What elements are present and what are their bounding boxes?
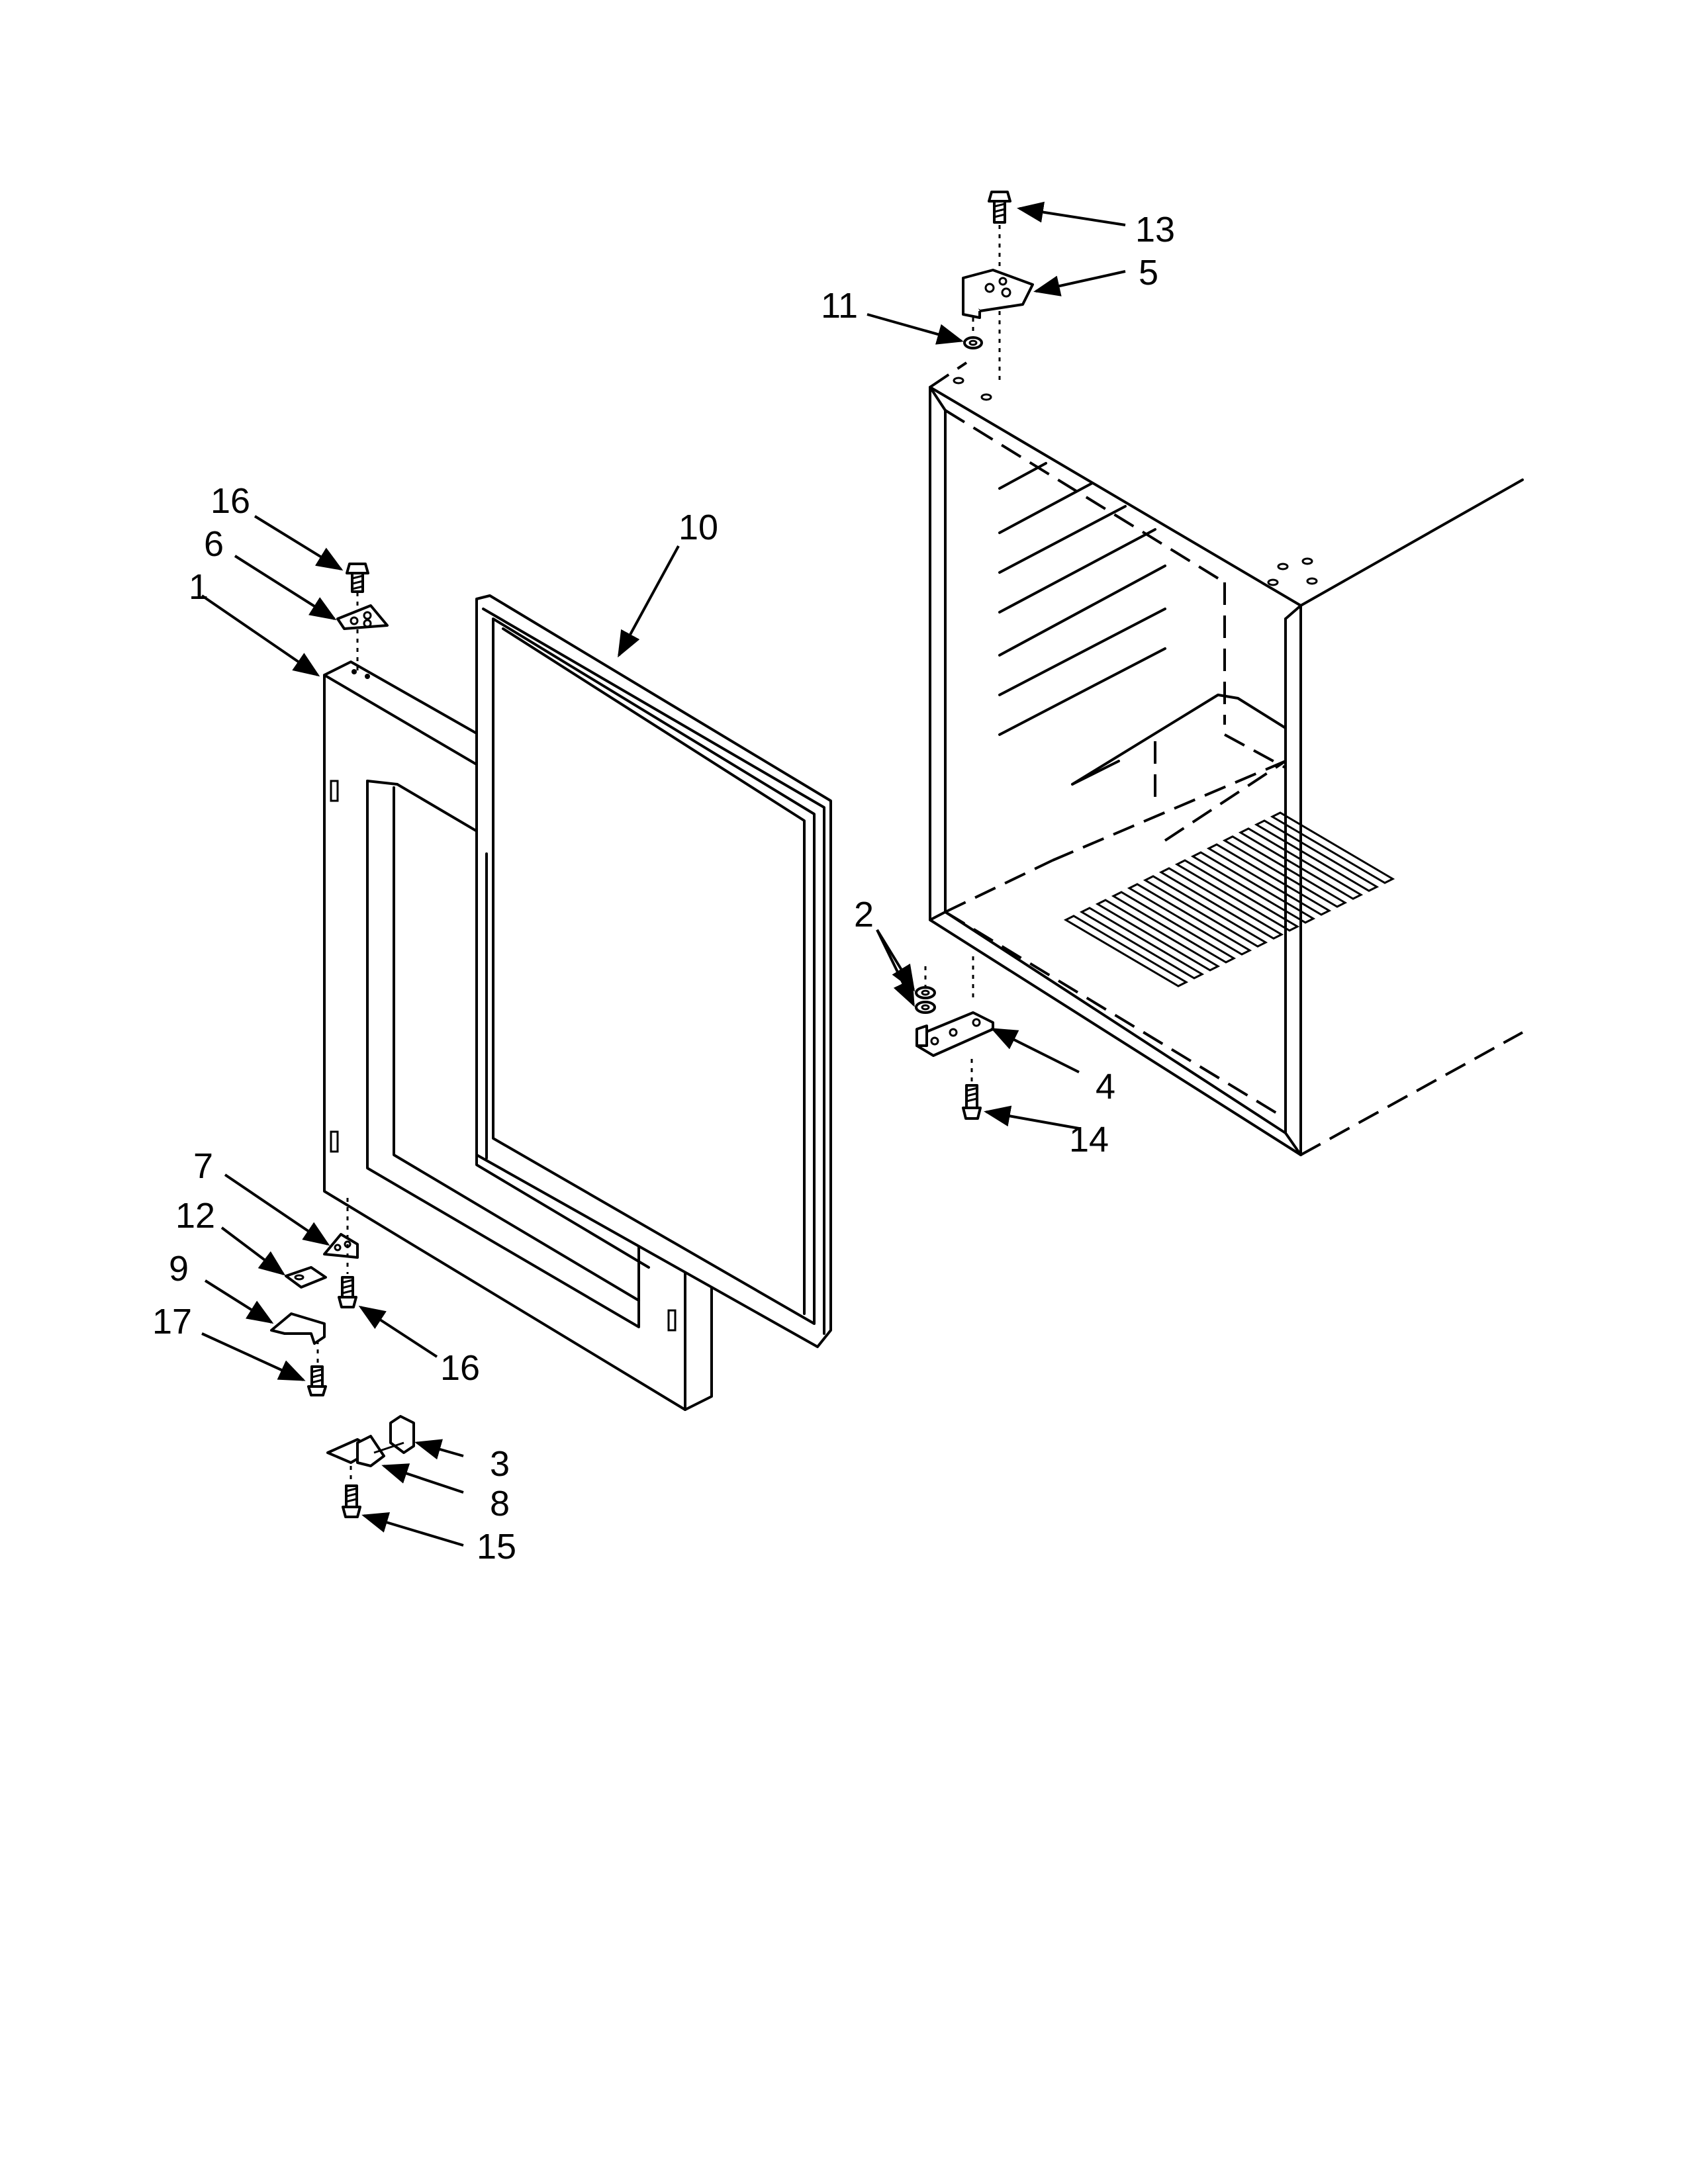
- door-stop-9: [270, 1312, 326, 1345]
- callout-3: 3: [490, 1444, 510, 1484]
- grille-slat: [1174, 859, 1300, 932]
- grille-slat: [1238, 827, 1364, 900]
- screw-16-bottom: [338, 1276, 357, 1308]
- grille-slat: [1270, 811, 1395, 884]
- callout-10: 10: [679, 508, 718, 547]
- callout-11: 11: [821, 286, 858, 326]
- door-gasket: [475, 594, 832, 1348]
- cabinet: [929, 361, 1524, 1156]
- lower-hinge-3-8: [326, 1415, 415, 1486]
- washers-2: [915, 956, 974, 1014]
- callout-9: 9: [169, 1249, 189, 1289]
- callout-8: 8: [490, 1484, 510, 1524]
- callout-1: 1: [189, 567, 209, 607]
- grille-slat: [1222, 835, 1348, 908]
- callout-4: 4: [1096, 1067, 1115, 1107]
- bottom-hinge-4: [915, 1011, 994, 1089]
- grille-slat: [1158, 867, 1284, 940]
- callout-7: 7: [193, 1146, 213, 1186]
- screw-16-top: [346, 563, 369, 593]
- callout-5: 5: [1139, 253, 1158, 293]
- callout-17: 17: [152, 1302, 192, 1342]
- callout-13: 13: [1135, 210, 1175, 250]
- leader-lines: [201, 201, 1126, 1547]
- callout-16-top: 16: [211, 481, 250, 521]
- callout-labels: 13 5 11 10 16 6 1 2 4 14 7 12 9 17 16 3 …: [152, 210, 1175, 1567]
- callout-12: 12: [175, 1196, 215, 1236]
- screw-14: [962, 1084, 982, 1120]
- plate-12: [285, 1266, 327, 1289]
- callout-14: 14: [1069, 1120, 1109, 1160]
- grille-slat: [1190, 851, 1316, 924]
- grille-slat: [1127, 883, 1252, 956]
- grille-slat: [1254, 819, 1380, 892]
- callout-15: 15: [477, 1527, 516, 1567]
- washer-11: [963, 336, 983, 349]
- screw-15: [342, 1484, 361, 1518]
- screw-17: [307, 1340, 327, 1396]
- grille-slat: [1079, 907, 1205, 979]
- callout-6: 6: [204, 524, 224, 564]
- top-hinge-5: [962, 269, 1034, 384]
- callout-16-bottom: 16: [440, 1348, 480, 1388]
- grille-slat: [1063, 915, 1189, 987]
- grille-slat: [1143, 875, 1268, 948]
- grille-slat: [1095, 899, 1221, 972]
- grille-slat: [1111, 891, 1237, 964]
- callout-2: 2: [854, 895, 874, 934]
- hinge-bracket-6: [336, 604, 389, 630]
- grille-slat: [1206, 843, 1332, 916]
- screw-13: [988, 191, 1011, 224]
- hinge-bracket-7: [323, 1233, 359, 1259]
